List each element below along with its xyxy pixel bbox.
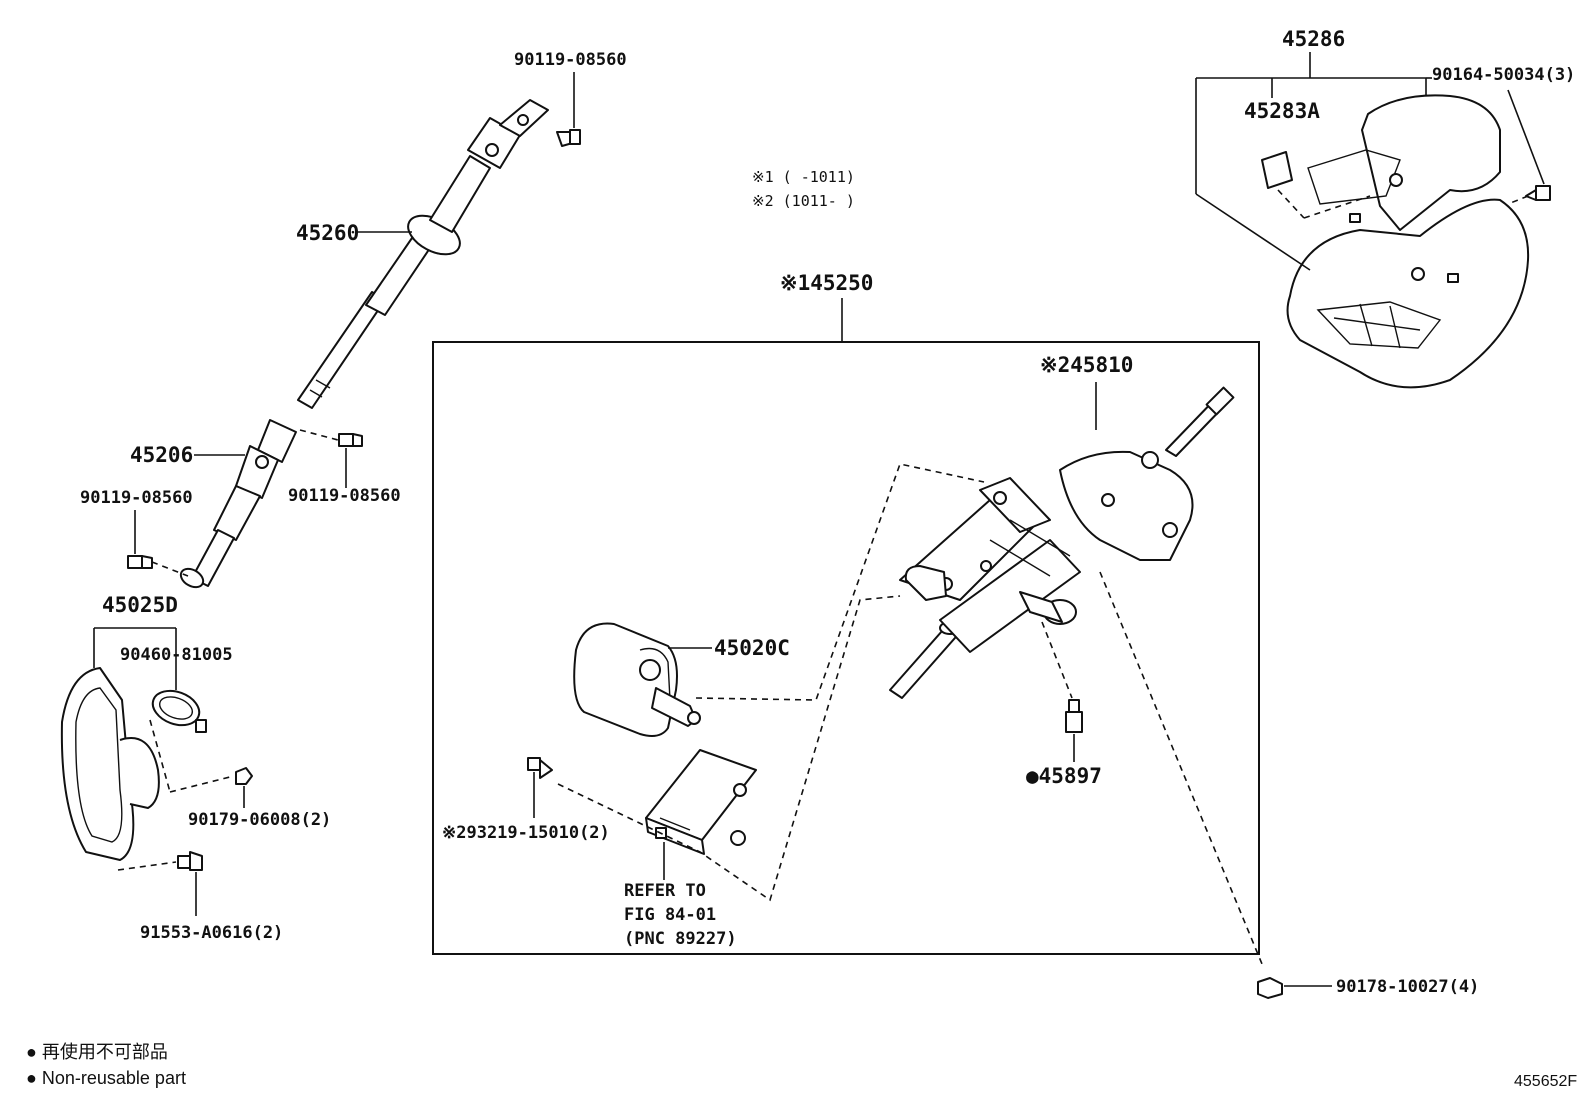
- assembly-45250-frame: [432, 341, 1260, 955]
- label-293219-15010: ※293219-15010(2): [442, 823, 610, 843]
- nut-90178-10027: [1257, 977, 1283, 999]
- refer-line-1: REFER TO: [624, 881, 706, 901]
- intermediate-shaft-45260: [297, 99, 549, 409]
- figure-code: 455652F: [1514, 1073, 1577, 1090]
- nut-90179-06008: [235, 767, 253, 785]
- bolt-90119-08560-top: [556, 129, 581, 147]
- label-45250: ※145250: [780, 271, 873, 295]
- bolt-90119-08560-right: [338, 433, 363, 447]
- bolt-91553-A0616: [177, 851, 203, 871]
- label-90164-50034: 90164-50034(3): [1432, 65, 1575, 85]
- legend-english: ● Non-reusable part: [26, 1068, 186, 1088]
- label-90460-81005: 90460-81005: [120, 645, 233, 665]
- label-90178-10027: 90178-10027(4): [1336, 977, 1479, 997]
- steering-column-45810: [889, 386, 1235, 699]
- label-90119-08560-right: 90119-08560: [288, 486, 401, 506]
- note-2: ※2 (1011- ): [752, 192, 855, 210]
- label-45283A: [1261, 151, 1293, 189]
- column-hole-cover-45025D: [60, 667, 207, 861]
- bolt-45897: [1065, 699, 1083, 733]
- label-45283A: 45283A: [1244, 99, 1320, 123]
- label-45025D: 45025D: [102, 593, 178, 617]
- bolt-90119-08560-left: [127, 555, 153, 569]
- screw-293219-15010: [527, 757, 553, 779]
- label-45897: ●45897: [1026, 764, 1102, 788]
- label-45810: ※245810: [1040, 353, 1133, 377]
- screw-90164-50034: [1525, 185, 1551, 201]
- column-cover-45286: [1286, 94, 1530, 389]
- note-1: ※1 ( -1011): [752, 168, 855, 186]
- control-unit-module: [645, 749, 757, 855]
- refer-line-3: (PNC 89227): [624, 929, 737, 949]
- legend-japanese: ● 再使用不可部品: [26, 1042, 168, 1062]
- refer-line-2: FIG 84-01: [624, 905, 716, 925]
- label-90119-08560-top: 90119-08560: [514, 50, 627, 70]
- label-45260: 45260: [296, 221, 359, 245]
- steering-lock-45020C: [573, 622, 701, 737]
- sliding-yoke-45206: [179, 419, 297, 589]
- label-90179-06008: 90179-06008(2): [188, 810, 331, 830]
- label-45020C: 45020C: [714, 636, 790, 660]
- label-91553-A0616: 91553-A0616(2): [140, 923, 283, 943]
- label-45206: 45206: [130, 443, 193, 467]
- label-45286: 45286: [1282, 27, 1345, 51]
- label-90119-08560-left: 90119-08560: [80, 488, 193, 508]
